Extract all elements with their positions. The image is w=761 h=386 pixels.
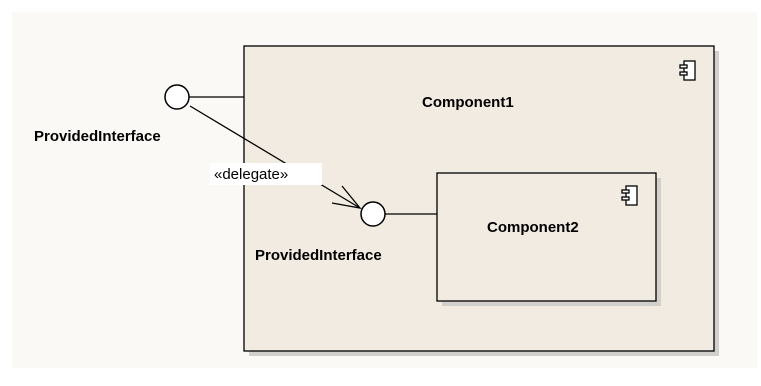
component2-name: Component2 <box>487 219 579 236</box>
provided-interface-inner-label: ProvidedInterface <box>255 247 382 264</box>
delegate-connector-line[interactable] <box>189 105 361 209</box>
open-arrowhead-icon <box>331 185 362 209</box>
component2-box[interactable] <box>436 172 657 302</box>
provided-interface-outer-label: ProvidedInterface <box>34 128 161 145</box>
delegate-stereotype-label: «delegate» <box>214 166 288 183</box>
component-component2[interactable]: Component2 <box>436 172 661 306</box>
component-icon <box>621 185 638 206</box>
provided-interface-lollipop-icon[interactable] <box>164 84 190 110</box>
provided-interface-lollipop-icon[interactable] <box>360 201 386 227</box>
provided-interface-inner[interactable]: ProvidedInterface <box>255 201 437 264</box>
delegate-connector[interactable]: «delegate» <box>189 105 362 209</box>
provided-interface-outer[interactable]: ProvidedInterface <box>34 84 244 145</box>
delegate-label-background <box>210 163 322 185</box>
component1-name: Component1 <box>422 94 514 111</box>
component-icon <box>679 60 696 81</box>
